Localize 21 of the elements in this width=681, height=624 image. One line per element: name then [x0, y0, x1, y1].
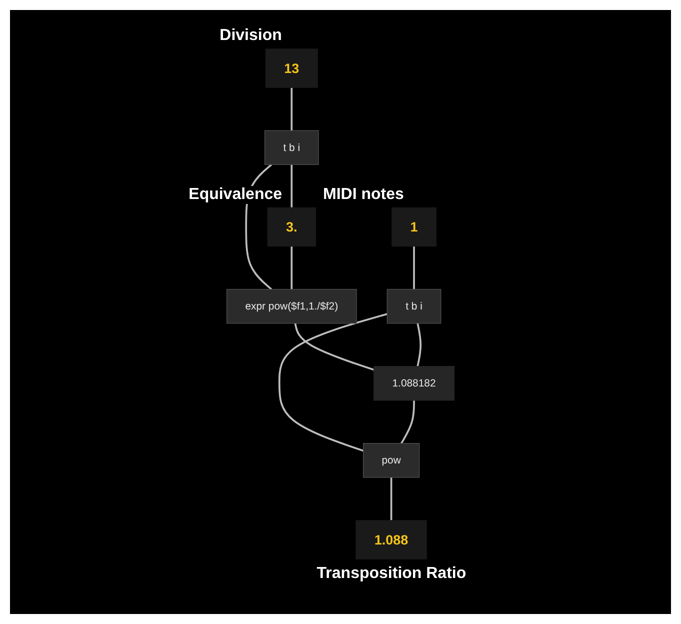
- node-box: [392, 207, 436, 247]
- node-box: [264, 130, 319, 165]
- connector: [400, 400, 415, 444]
- connector: [290, 164, 293, 208]
- patch-background: 13 t b i 3. expr pow($f1,1./$f2) 1 t b i 1.088182 pow 1.088 Division Equivalence MIDI notes Transposition Ratio: [10, 10, 671, 614]
- connector: [294, 323, 374, 371]
- connector: [290, 88, 293, 131]
- connector: [278, 313, 388, 452]
- connector: [290, 246, 293, 290]
- node-box: [356, 520, 427, 560]
- caption-text: Equivalence: [186, 186, 284, 204]
- connector: [413, 246, 415, 290]
- node-box: [265, 48, 318, 88]
- connector: [416, 323, 422, 366]
- node-box: [267, 207, 316, 247]
- node-box: [386, 288, 442, 324]
- node-box: [374, 366, 454, 401]
- connector: [390, 477, 392, 520]
- node-box: [226, 288, 357, 324]
- caption-text: Transposition Ratio: [314, 565, 468, 584]
- node-box: [362, 443, 420, 478]
